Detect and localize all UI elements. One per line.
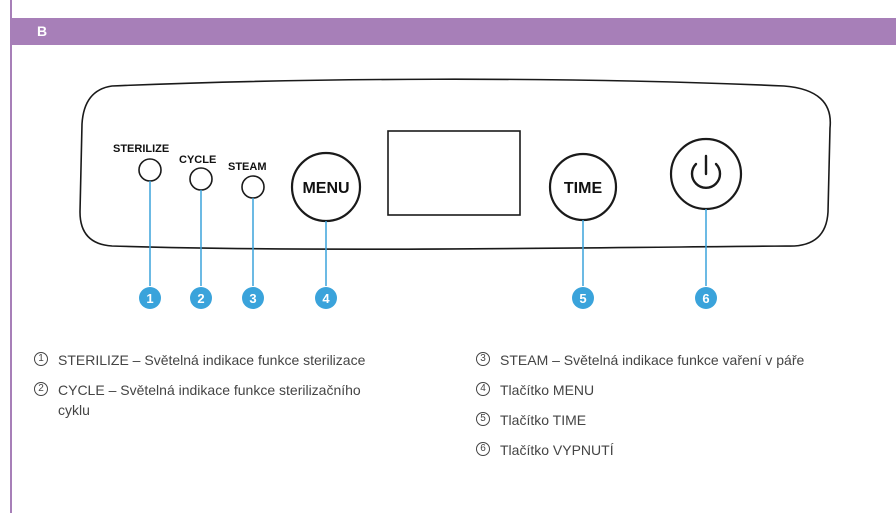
legend-text: Tlačítko VYPNUTÍ — [500, 442, 614, 458]
display-screen — [387, 130, 521, 216]
menu-button-label: MENU — [302, 180, 349, 197]
cycle-label: CYCLE — [179, 154, 216, 166]
cycle-indicator-light — [189, 167, 213, 191]
legend-item: 3 STEAM – Světelná indikace funkce vařen… — [476, 350, 856, 370]
callout-badge-6: 6 — [695, 287, 717, 309]
legend-text: STERILIZE – Světelná indikace funkce ste… — [58, 352, 366, 368]
page-frame — [10, 0, 896, 513]
power-icon — [690, 154, 722, 189]
legend-number: 4 — [476, 382, 490, 396]
callout-badge-4: 4 — [315, 287, 337, 309]
legend-text: Tlačítko MENU — [500, 382, 595, 398]
legend-left-column: 1 STERILIZE – Světelná indikace funkce s… — [34, 350, 374, 430]
legend-number: 5 — [476, 412, 490, 426]
legend-text: STEAM – Světelná indikace funkce vaření … — [500, 352, 805, 368]
sterilize-indicator-light — [138, 158, 162, 182]
legend-number: 1 — [34, 352, 48, 366]
legend-right-column: 3 STEAM – Světelná indikace funkce vařen… — [476, 350, 856, 470]
callout-badge-3: 3 — [242, 287, 264, 309]
sterilize-label: STERILIZE — [113, 143, 169, 155]
power-button[interactable] — [669, 137, 743, 211]
legend-item: 1 STERILIZE – Světelná indikace funkce s… — [34, 350, 374, 370]
svg-text:6: 6 — [702, 291, 709, 306]
callout-badge-2: 2 — [190, 287, 212, 309]
steam-label: STEAM — [228, 161, 267, 173]
svg-text:5: 5 — [579, 291, 586, 306]
svg-text:4: 4 — [322, 291, 330, 306]
time-button[interactable]: TIME — [548, 152, 618, 222]
menu-button[interactable]: MENU — [290, 151, 362, 223]
callout-leaders — [149, 181, 707, 286]
svg-text:3: 3 — [249, 291, 256, 306]
legend-item: 4 Tlačítko MENU — [476, 380, 856, 400]
legend-item: 6 Tlačítko VYPNUTÍ — [476, 440, 856, 460]
callout-badge-5: 5 — [572, 287, 594, 309]
section-header-bar: B — [10, 18, 896, 45]
legend-number: 2 — [34, 382, 48, 396]
svg-text:1: 1 — [146, 291, 153, 306]
legend-number: 3 — [476, 352, 490, 366]
control-panel-outline — [79, 78, 832, 250]
legend-text: CYCLE – Světelná indikace funkce sterili… — [58, 382, 361, 418]
legend-item: 5 Tlačítko TIME — [476, 410, 856, 430]
steam-indicator-light — [241, 175, 265, 199]
legend-number: 6 — [476, 442, 490, 456]
time-button-label: TIME — [564, 180, 603, 197]
legend-item: 2 CYCLE – Světelná indikace funkce steri… — [34, 380, 374, 420]
svg-text:2: 2 — [197, 291, 204, 306]
legend-text: Tlačítko TIME — [500, 412, 587, 428]
section-letter: B — [37, 23, 48, 39]
callout-badge-1: 1 — [139, 287, 161, 309]
